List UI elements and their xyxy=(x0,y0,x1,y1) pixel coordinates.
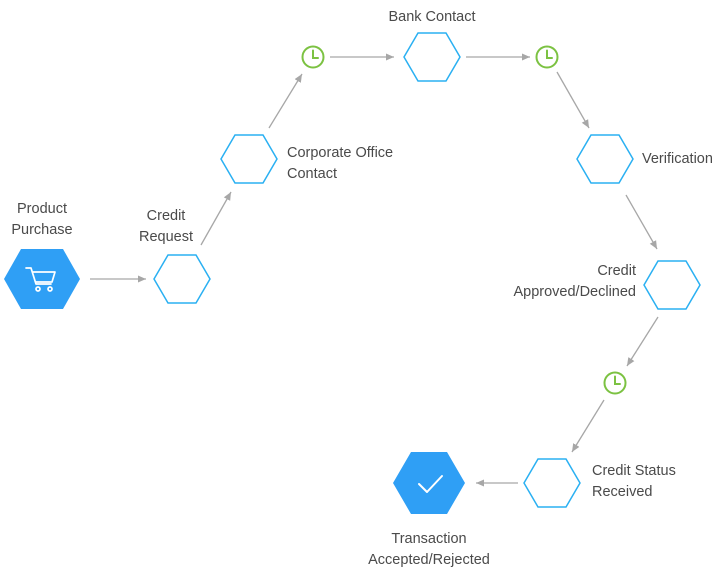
credit-approved-label-line1: Credit xyxy=(597,263,636,279)
checkmark-icon xyxy=(418,475,443,493)
corporate-office-label-line1: Corporate Office xyxy=(287,145,394,161)
credit-status-label-line2: Received xyxy=(592,484,653,500)
transaction-node xyxy=(393,452,465,514)
transaction-label-line2: Accepted/Rejected xyxy=(368,552,490,568)
credit-approved-label: Credit Approved/Declined xyxy=(476,261,636,303)
credit-status-label-line1: Credit Status xyxy=(592,463,676,479)
product-purchase-label-line2: Purchase xyxy=(11,222,73,238)
arrow-corporate-to-timer1 xyxy=(268,73,303,129)
arrow-timer3-to-status xyxy=(571,399,605,453)
transaction-label-line1: Transaction xyxy=(391,531,467,547)
corporate-office-label: Corporate Office Contact xyxy=(287,143,393,185)
product-purchase-label-line1: Product xyxy=(17,201,67,217)
bank-contact-node xyxy=(403,32,461,82)
arrow-timer2-to-verification xyxy=(556,71,590,129)
corporate-office-node xyxy=(220,134,278,184)
credit-request-node xyxy=(153,254,211,304)
clock-icon xyxy=(546,49,553,59)
wait-timer-2 xyxy=(535,45,559,69)
bank-contact-label-line1: Bank Contact xyxy=(388,9,476,25)
product-purchase-label: Product Purchase xyxy=(0,199,92,241)
credit-status-label: Credit Status Received xyxy=(592,461,676,503)
verification-node xyxy=(576,134,634,184)
arrow-request-to-corporate xyxy=(200,191,232,246)
shopping-cart-icon xyxy=(25,267,56,292)
arrow-approved-to-timer3 xyxy=(626,316,659,367)
clock-icon xyxy=(614,375,621,385)
credit-request-label-line1: Credit xyxy=(146,208,186,224)
credit-request-label: Credit Request xyxy=(116,206,216,248)
corporate-office-label-line2: Contact xyxy=(287,166,337,182)
transaction-label: Transaction Accepted/Rejected xyxy=(349,529,509,571)
verification-label-line1: Verification xyxy=(642,151,713,167)
credit-approved-node xyxy=(643,260,701,310)
wait-timer-1 xyxy=(301,45,325,69)
bank-contact-label: Bank Contact xyxy=(372,7,492,28)
product-purchase-node xyxy=(4,249,80,309)
verification-label: Verification xyxy=(642,149,713,170)
credit-status-node xyxy=(523,458,581,508)
credit-request-label-line2: Request xyxy=(138,229,193,245)
credit-approved-label-line2: Approved/Declined xyxy=(513,284,636,300)
wait-timer-3 xyxy=(603,371,627,395)
clock-icon xyxy=(312,49,319,59)
arrow-verification-to-approved xyxy=(625,194,658,250)
